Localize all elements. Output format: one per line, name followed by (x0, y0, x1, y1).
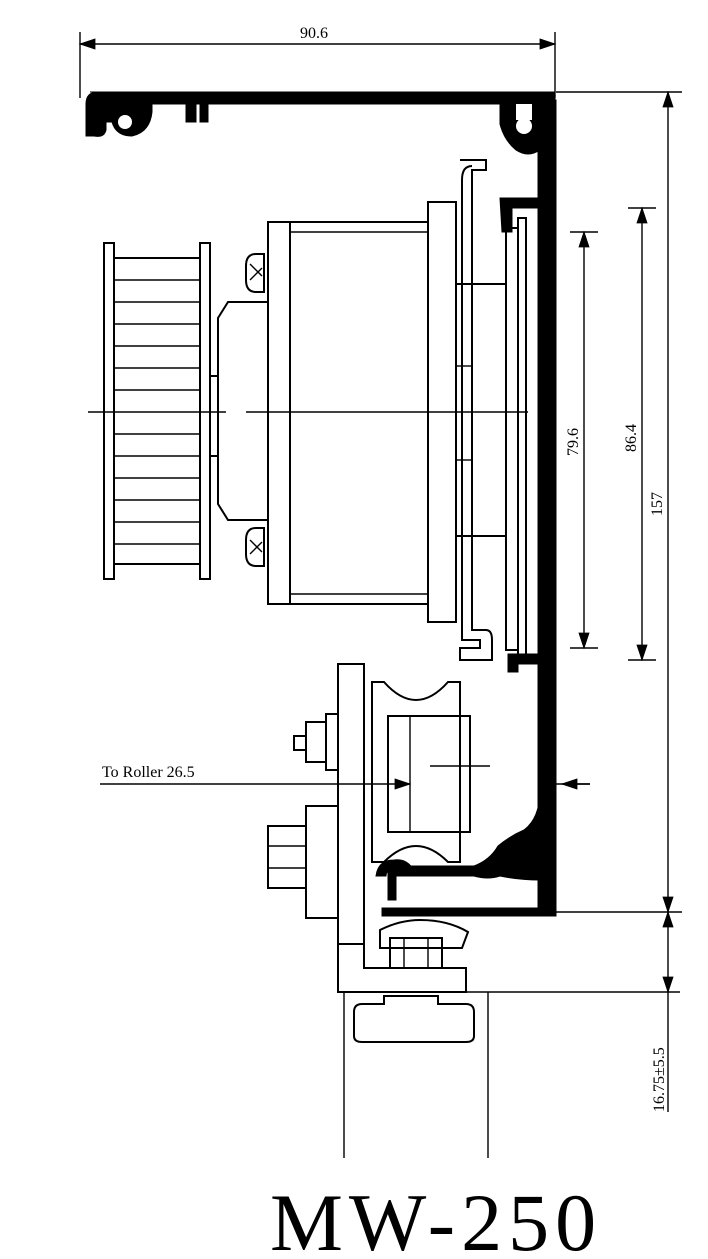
dim-157: 157 (649, 492, 666, 516)
width-label: 90.6 (300, 25, 328, 42)
dim-86-4: 86.4 (623, 424, 640, 452)
roller-label: To Roller 26.5 (102, 764, 195, 781)
extrusion-profile (85, 91, 557, 917)
model-title: MW-250 (270, 1177, 602, 1259)
roller-assembly (267, 663, 680, 1158)
vertical-dimensions: 79.6 86.4 157 16.75±5.5 (556, 90, 682, 1112)
top-width-dimension: 90.6 (78, 25, 557, 98)
motor-assembly (88, 159, 528, 661)
pulley-teeth (114, 279, 200, 545)
dim-offset: 16.75±5.5 (651, 1047, 668, 1112)
dim-79-6: 79.6 (565, 428, 582, 456)
roller-dimension: To Roller 26.5 (100, 764, 590, 790)
